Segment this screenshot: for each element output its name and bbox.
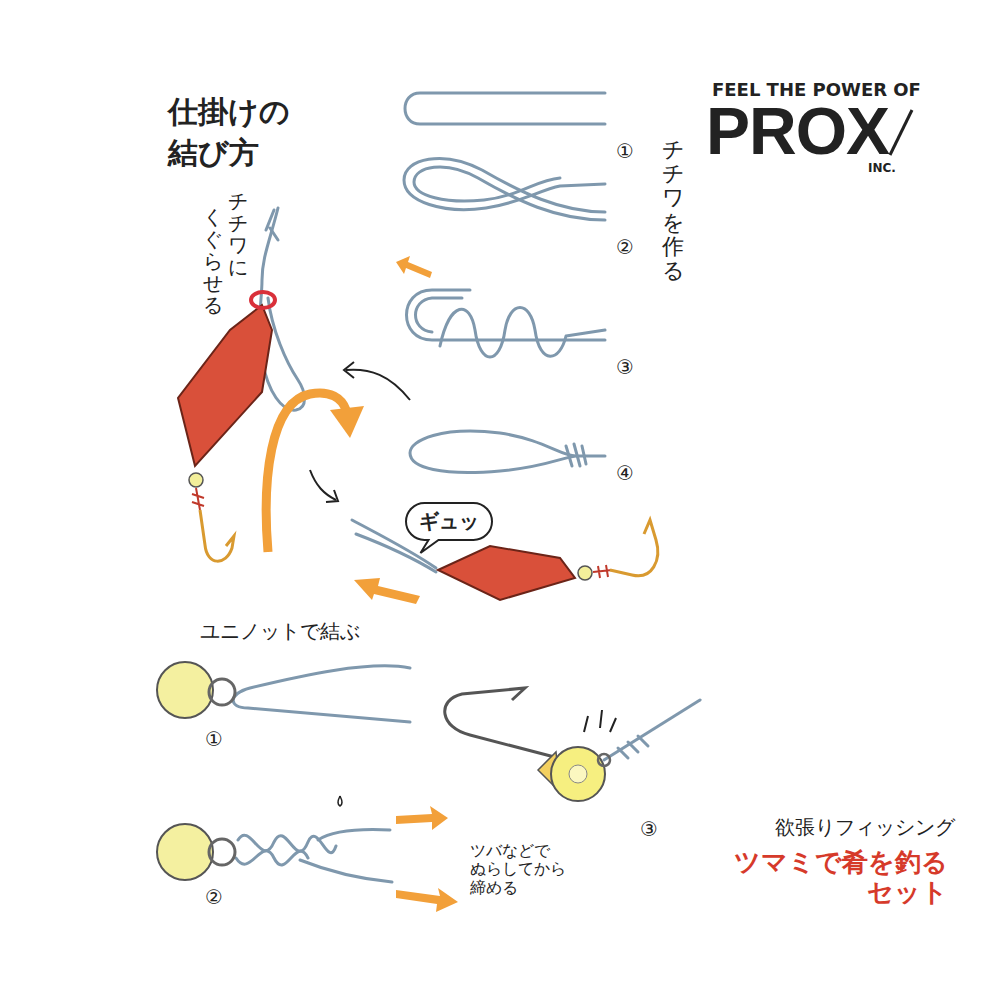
- step-caption: チチワを作る: [662, 138, 684, 283]
- title: 仕掛けの 結び方: [168, 92, 330, 173]
- callout-number: ①: [616, 140, 634, 163]
- callout-number: ④: [616, 462, 634, 485]
- speech-bubble: ギュッ: [405, 502, 493, 541]
- callout-number: ③: [616, 356, 634, 379]
- instruction-note: チチワに: [228, 190, 248, 278]
- section-heading: ユニノットで結ぶ: [200, 620, 360, 643]
- product-name: ツマミで肴を釣る セット: [718, 848, 948, 908]
- bubble-outline: [406, 503, 492, 553]
- callout-number: ①: [205, 728, 223, 751]
- brand-logo: PROX: [706, 98, 889, 164]
- series-name: 欲張りフィッシング: [775, 816, 955, 839]
- callout-number: ②: [205, 886, 223, 909]
- callout-number: ③: [640, 818, 658, 841]
- instruction-note: ツバなどで ぬらしてから 締める: [470, 842, 582, 897]
- bubble-text: ギュッ: [419, 508, 479, 535]
- callout-number: ②: [616, 236, 634, 259]
- logo-suffix: INC.: [868, 162, 896, 176]
- instruction-note: くぐらせる: [203, 206, 223, 316]
